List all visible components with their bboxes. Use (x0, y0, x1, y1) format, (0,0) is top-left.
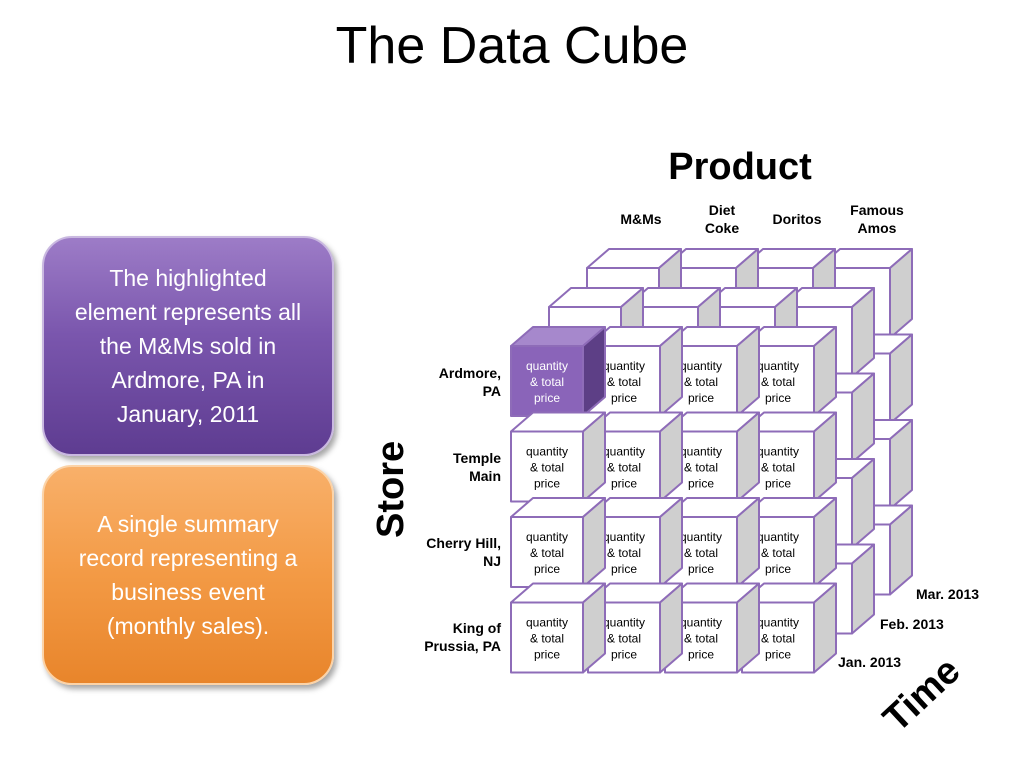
cube-cell-label: quantity (757, 530, 799, 544)
cube-cell-label: quantity (757, 616, 799, 630)
store-label-temple-main: Temple Main (405, 449, 501, 485)
cube-cell-label: quantity (680, 445, 722, 459)
cube-cell-label: price (765, 477, 791, 491)
slide-title: The Data Cube (335, 17, 689, 75)
cube-cell-label: price (765, 562, 791, 576)
cube-cell-label: price (534, 562, 560, 576)
cube-cell-label: price (765, 391, 791, 405)
cube-cell-label: & total (530, 632, 564, 646)
store-label-ardmore: Ardmore, PA (405, 364, 501, 400)
product-axis-label: Product (668, 146, 812, 188)
cube-cell-label: quantity (603, 616, 645, 630)
cube-cell-label: & total (607, 632, 641, 646)
summary-record-callout: A single summary record representing a b… (42, 465, 334, 685)
highlighted-element-callout: The highlighted element represents all t… (42, 236, 334, 456)
cube-cell-label: price (611, 391, 637, 405)
time-label-mar: Mar. 2013 (916, 586, 980, 602)
time-label-jan: Jan. 2013 (838, 654, 902, 670)
cube-cell-label: & total (607, 546, 641, 560)
cube-cell-label: & total (761, 375, 795, 389)
cube-cell-label: & total (761, 461, 795, 475)
highlighted-cell-label: quantity (526, 359, 568, 373)
cube-cell-label: quantity (603, 359, 645, 373)
cube-cell-label: quantity (680, 359, 722, 373)
highlighted-cell-label: & total (530, 375, 564, 389)
cube-cell-label: price (611, 477, 637, 491)
cube-cell-label: price (611, 648, 637, 662)
store-label-cherry-hill-text: Cherry Hill, NJ (426, 535, 501, 569)
highlighted-cell-label: price (534, 391, 560, 405)
store-label-king-of-prussia: King of Prussia, PA (405, 619, 501, 655)
store-label-ardmore-text: Ardmore, PA (438, 365, 501, 399)
cube-cell-label: & total (530, 546, 564, 560)
summary-record-callout-text: A single summary record representing a b… (78, 511, 298, 639)
cube-cell-label: quantity (757, 445, 799, 459)
cube-cell-label: price (688, 477, 714, 491)
cube-cell-label: price (534, 477, 560, 491)
cube-cell-label: & total (530, 461, 564, 475)
product-label-diet-coke-text: Diet Coke (704, 202, 740, 236)
store-label-temple-main-text: Temple Main (453, 450, 501, 484)
cube-cell-label: price (765, 648, 791, 662)
product-label-famous-amos-text: Famous Amos (850, 202, 904, 236)
cube-cell-label: quantity (526, 530, 568, 544)
cube-cell-label: & total (761, 632, 795, 646)
cube-cell-label: quantity (603, 445, 645, 459)
cube-cell-label: & total (607, 375, 641, 389)
cube-cell-label: & total (684, 546, 718, 560)
store-label-cherry-hill: Cherry Hill, NJ (405, 534, 501, 570)
cube-cell-label: quantity (526, 445, 568, 459)
product-label-mms: M&Ms (620, 211, 662, 227)
cube-cell-label: quantity (603, 530, 645, 544)
cube-cell-label: & total (607, 461, 641, 475)
cube-cell-label: price (688, 562, 714, 576)
product-label-doritos: Doritos (772, 211, 822, 227)
cube-cell-label: quantity (526, 616, 568, 630)
cube-cell-label: quantity (757, 359, 799, 373)
cube-cell-label: price (688, 391, 714, 405)
cube-cell-label: & total (684, 461, 718, 475)
time-label-feb: Feb. 2013 (880, 616, 944, 632)
cube-cell-label: quantity (680, 530, 722, 544)
cube-cell-label: quantity (680, 616, 722, 630)
cube-cell-front (510, 601, 584, 674)
cube-cell-label: & total (684, 632, 718, 646)
cube-cell-label: & total (761, 546, 795, 560)
cube-cell-label: price (611, 562, 637, 576)
cube-cell-label: price (534, 648, 560, 662)
store-label-king-of-prussia-text: King of Prussia, PA (424, 620, 501, 654)
highlighted-element-callout-text: The highlighted element represents all t… (74, 265, 302, 427)
cube-cell-label: & total (684, 375, 718, 389)
product-label-famous-amos: Famous Amos (832, 201, 922, 237)
product-label-diet-coke: Diet Coke (677, 201, 767, 237)
cube-cell-label: price (688, 648, 714, 662)
